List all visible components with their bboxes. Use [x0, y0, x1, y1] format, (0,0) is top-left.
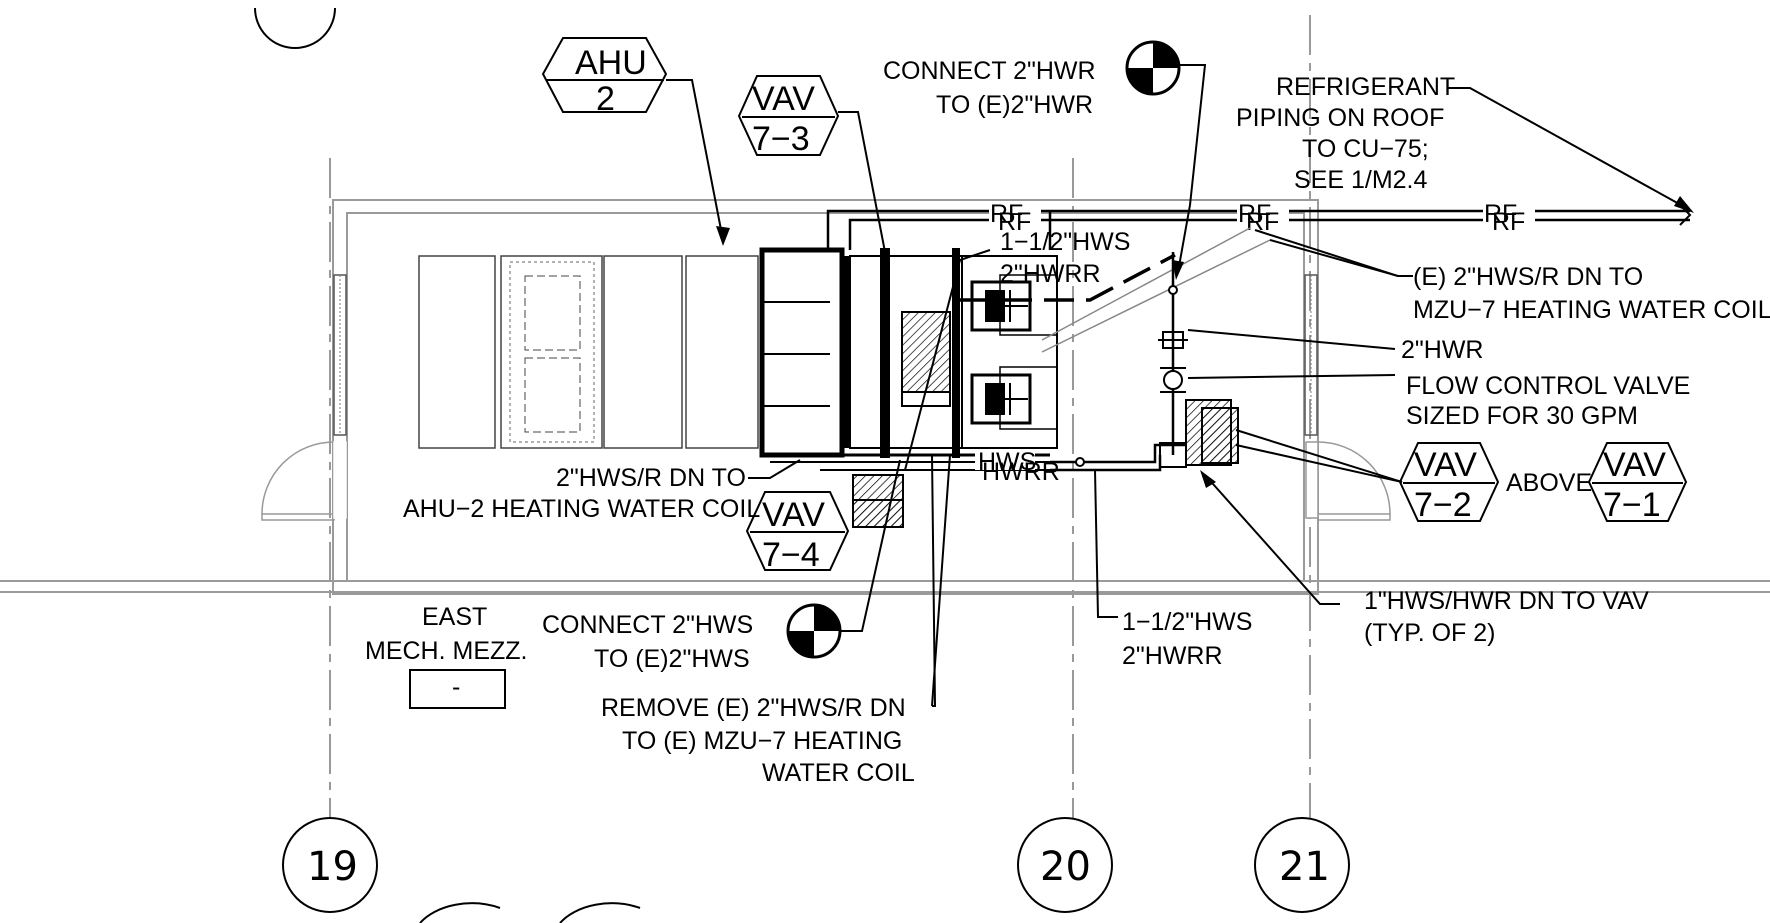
rf-label-3b: RF — [1492, 208, 1525, 236]
tag-ahu-2: AHU 2 — [541, 37, 668, 118]
rf-label-2: RF — [1238, 200, 1271, 228]
hwrr-pipe-label: HWRR — [982, 458, 1060, 486]
hot-water-piping: HWS HWRR — [960, 227, 1271, 486]
rf-label-3: RF — [1484, 200, 1517, 228]
hws-upper-line2: 2"HWRR — [1000, 260, 1101, 288]
hws-pipe-label: HWS — [978, 448, 1036, 476]
grid-lines — [0, 15, 1770, 820]
grid-bubble-19-label: 19 — [307, 844, 358, 890]
vav72-tag-top: VAV — [1414, 446, 1477, 484]
grid-bubble-20 — [1017, 817, 1113, 913]
tag-vav-7-1: VAV 7−1 — [1587, 442, 1688, 524]
grid-bubble-21-label: 21 — [1279, 844, 1330, 890]
flow-valve-line1: FLOW CONTROL VALVE — [1406, 372, 1690, 400]
ahu-unit — [418, 247, 1058, 528]
grid-bubble-19 — [282, 817, 378, 913]
vav71-tag-top: VAV — [1603, 446, 1666, 484]
tag-vav-7-3: VAV 7−3 — [737, 75, 840, 158]
remove-note-line2: TO (E) MZU−7 HEATING — [622, 727, 902, 755]
grid-bubble-21 — [1254, 817, 1350, 913]
hwr-note: 2"HWR — [1401, 336, 1483, 364]
vav74-tag-bottom: 7−4 — [762, 536, 820, 574]
room-number: - — [452, 673, 460, 701]
hws-upper-line1: 1−1/2"HWS — [1000, 228, 1130, 256]
above-label: ABOVE — [1506, 469, 1592, 497]
refrigerant-line3: TO CU−75; — [1302, 135, 1429, 163]
vav71-tag-bottom: 7−1 — [1603, 486, 1661, 524]
vav73-tag-bottom: 7−3 — [752, 120, 810, 158]
vav-7-1-7-2-unit — [1159, 399, 1239, 468]
rf-label-2b: RF — [1246, 208, 1279, 236]
refrigerant-line2: PIPING ON ROOF — [1236, 104, 1444, 132]
refrigerant-line4: SEE 1/M2.4 — [1294, 166, 1427, 194]
connect-hwr-line1: CONNECT 2"HWR — [883, 57, 1096, 85]
grid-bubbles: 19 20 21 — [254, 7, 1350, 923]
leader-lines — [666, 64, 1694, 707]
vav-dn-line1: 1"HWS/HWR DN TO VAV — [1364, 587, 1649, 615]
ahu-tag-top: AHU — [575, 44, 647, 82]
tag-vav-7-4: VAV 7−4 — [745, 491, 850, 574]
connect-hwr-line2: TO (E)2"HWR — [936, 91, 1093, 119]
tag-vav-7-2: VAV 7−2 — [1398, 442, 1500, 524]
mzu-note-line1: (E) 2"HWS/R DN TO — [1413, 263, 1643, 291]
refrigerant-line1: REFRIGERANT — [1276, 73, 1455, 101]
mzu-note-line2: MZU−7 HEATING WATER COIL — [1413, 296, 1770, 324]
flow-valve-line2: SIZED FOR 30 GPM — [1406, 402, 1638, 430]
hws-lower-line1: 1−1/2"HWS — [1122, 608, 1252, 636]
annotations: CONNECT 2"HWR TO (E)2"HWR REFRIGERANT PI… — [365, 57, 1770, 787]
ahu-coil-line1: 2"HWS/R DN TO — [556, 464, 746, 492]
room-name-line2: MECH. MEZZ. — [365, 637, 528, 665]
rf-label-1: RF — [990, 200, 1023, 228]
hws-lower-line2: 2"HWRR — [1122, 642, 1223, 670]
rf-label-1b: RF — [998, 208, 1031, 236]
ahu-coil-line2: AHU−2 HEATING WATER COIL — [403, 495, 760, 523]
vav74-tag-top: VAV — [762, 496, 825, 534]
remove-note-line3: WATER COIL — [762, 759, 915, 787]
vav-dn-line2: (TYP. OF 2) — [1364, 619, 1496, 647]
refrigerant-piping: RF RF RF RF RF RF — [826, 200, 1692, 250]
vav72-tag-bottom: 7−2 — [1414, 486, 1472, 524]
connect-hws-line1: CONNECT 2"HWS — [542, 611, 753, 639]
ahu-tag-bottom: 2 — [596, 80, 615, 118]
grid-bubble-20-label: 20 — [1040, 844, 1091, 890]
connect-point-hws-symbol — [786, 603, 842, 659]
connect-hws-line2: TO (E)2"HWS — [594, 645, 750, 673]
room-name-line1: EAST — [422, 603, 487, 631]
room-walls — [261, 199, 1391, 595]
remove-note-line1: REMOVE (E) 2"HWS/R DN — [601, 694, 906, 722]
vav73-tag-top: VAV — [752, 80, 815, 118]
room-number-box — [409, 669, 506, 709]
connect-point-hwr-symbol — [1125, 40, 1181, 96]
